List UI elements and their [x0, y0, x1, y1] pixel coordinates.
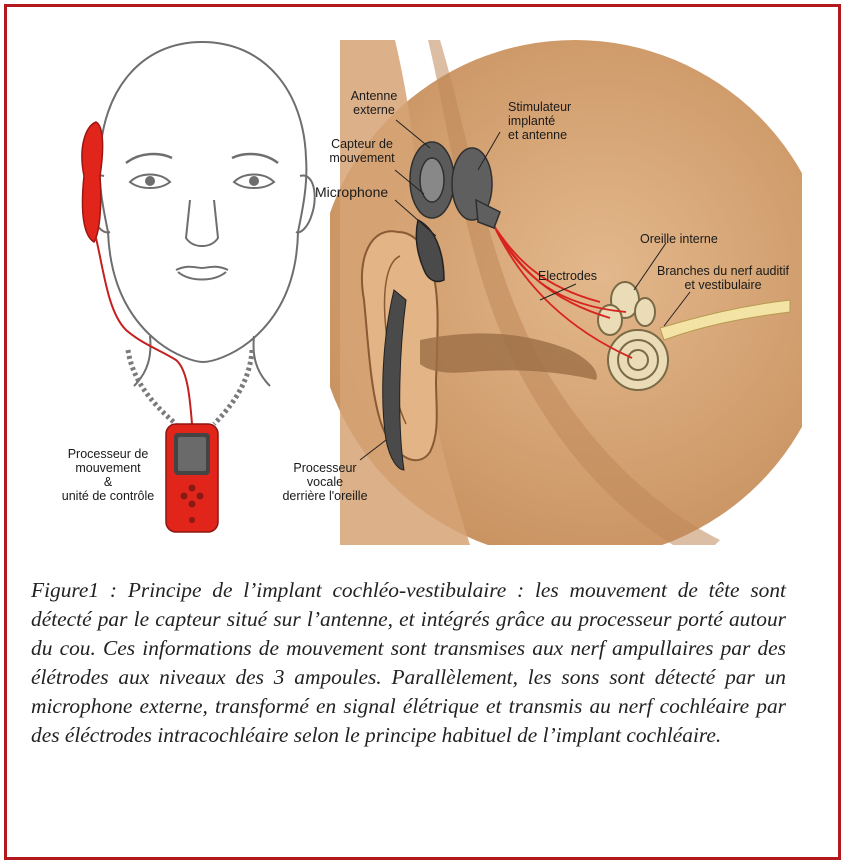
right-brow — [232, 154, 278, 163]
external-antenna — [410, 142, 454, 218]
neck-left — [134, 336, 150, 386]
mouth-lower — [178, 272, 226, 280]
figure-caption: Figure1 : Principe de l’implant cochléo-… — [31, 576, 786, 750]
head-figure — [89, 42, 314, 386]
behind-ear-device-left — [82, 122, 103, 242]
neck-right — [254, 336, 270, 386]
label-processeur-vocale: Processeur vocale derrière l'oreille — [275, 461, 375, 503]
label-oreille-interne: Oreille interne — [640, 232, 718, 246]
label-antenne-externe: Antenne externe — [334, 89, 414, 117]
label-stimulateur: Stimulateur implanté et antenne — [508, 100, 571, 142]
control-unit-device — [166, 424, 218, 532]
right-pupil — [249, 176, 259, 186]
left-pupil — [145, 176, 155, 186]
label-processeur-mouvement: Processeur de mouvement & unité de contr… — [50, 447, 166, 503]
lanyard — [128, 350, 252, 424]
head-outline — [100, 42, 307, 362]
left-brow — [126, 154, 172, 163]
label-microphone: Microphone — [315, 185, 388, 199]
cable-head-to-processor — [96, 238, 192, 424]
label-branches-nerf: Branches du nerf auditif et vestibulaire — [650, 264, 796, 292]
mouth-upper — [176, 267, 228, 270]
nose — [186, 200, 218, 246]
label-capteur: Capteur de mouvement — [322, 137, 402, 165]
label-electrodes: Electrodes — [538, 269, 597, 283]
